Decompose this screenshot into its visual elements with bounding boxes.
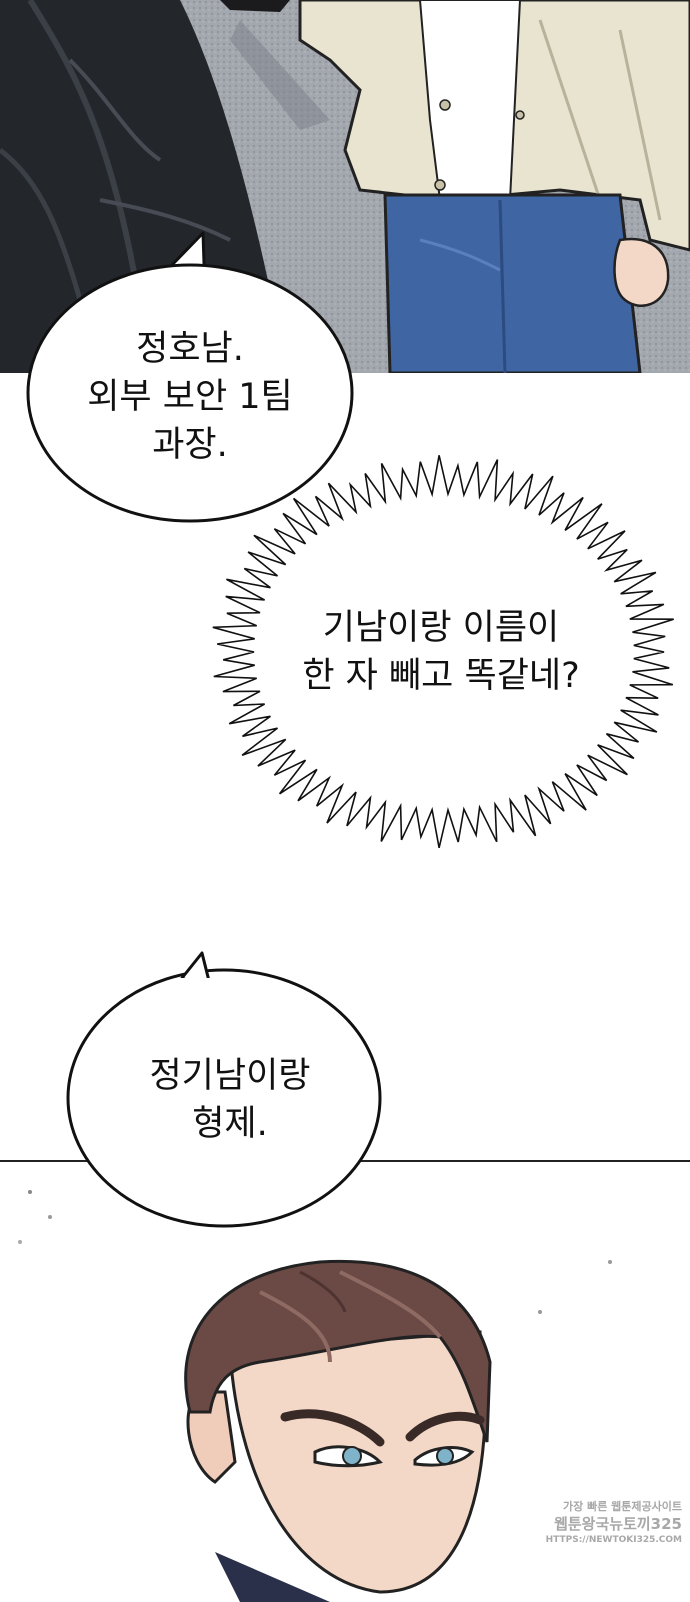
bubble-3-line-2: 형제. [192, 1104, 268, 1144]
thought-burst-bubble [212, 455, 674, 848]
blue-jeans [383, 193, 642, 373]
watermark-line-2: 웹툰왕국뉴토끼325 [554, 1515, 682, 1533]
right-eye [436, 1447, 454, 1465]
bottom-comic-panel [0, 1160, 690, 1602]
clenched-hand [613, 237, 670, 307]
bubble-2-line-1: 기남이랑 이름이 [322, 608, 560, 648]
watermark-line-3: HTTPS://NEWTOKI325.COM [545, 1535, 682, 1545]
bubble-3-line-1: 정기남이랑 [149, 1056, 311, 1096]
site-watermark: 가장 빠른 웹툰제공사이트 웹툰왕국뉴토끼325 HTTPS://NEWTOKI… [470, 1500, 682, 1546]
watermark-line-1: 가장 빠른 웹툰제공사이트 [563, 1500, 682, 1513]
bubble-1-line-2: 외부 보안 1팀 [87, 377, 293, 417]
bubble-1-line-1: 정호남. [136, 329, 244, 369]
left-eye [342, 1446, 362, 1466]
right-eyebrow [405, 1411, 485, 1442]
bubble-1-line-3: 과장. [152, 425, 228, 465]
speech-bubble-3 [66, 951, 382, 1228]
bubble-2-text: 기남이랑 이름이 한 자 빼고 똑같네? [256, 604, 626, 700]
hair [184, 1259, 492, 1443]
speech-bubble-1 [26, 231, 354, 523]
bubble-2-line-2: 한 자 빼고 똑같네? [302, 656, 580, 696]
bubble-1-text: 정호남. 외부 보안 1팀 과장. [40, 325, 340, 469]
left-eyebrow [280, 1409, 385, 1447]
man-portrait-illustration [0, 1162, 690, 1602]
bubble-3-text: 정기남이랑 형제. [80, 1052, 380, 1148]
burst-inner [258, 498, 630, 806]
